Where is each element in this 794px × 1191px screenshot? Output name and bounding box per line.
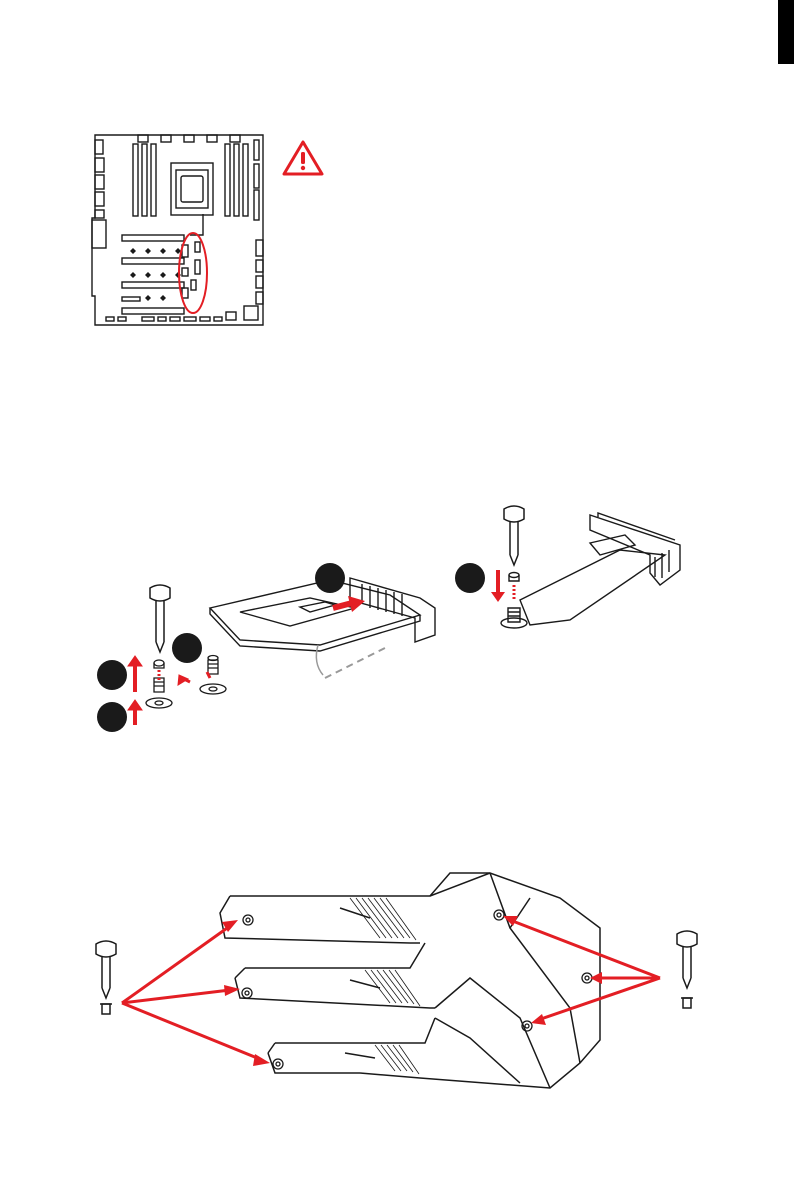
step-badge bbox=[97, 660, 127, 690]
screwdriver-icon bbox=[677, 931, 697, 1008]
m2-secure-diagram bbox=[450, 495, 690, 640]
step-badge bbox=[455, 563, 485, 593]
heatsink-diagram bbox=[90, 868, 720, 1098]
step-badge bbox=[172, 633, 202, 663]
page-edge-tab bbox=[778, 0, 794, 64]
motherboard-diagram bbox=[78, 130, 273, 330]
warning-triangle-icon bbox=[282, 140, 324, 176]
screwdriver-icon bbox=[96, 941, 116, 1014]
screwdriver-icon bbox=[504, 506, 524, 565]
m2-install-diagram bbox=[90, 560, 440, 740]
m2-slot-highlight bbox=[179, 233, 207, 313]
step-badge bbox=[315, 563, 345, 593]
screwdriver-icon bbox=[150, 585, 170, 652]
step-badge bbox=[97, 702, 127, 732]
